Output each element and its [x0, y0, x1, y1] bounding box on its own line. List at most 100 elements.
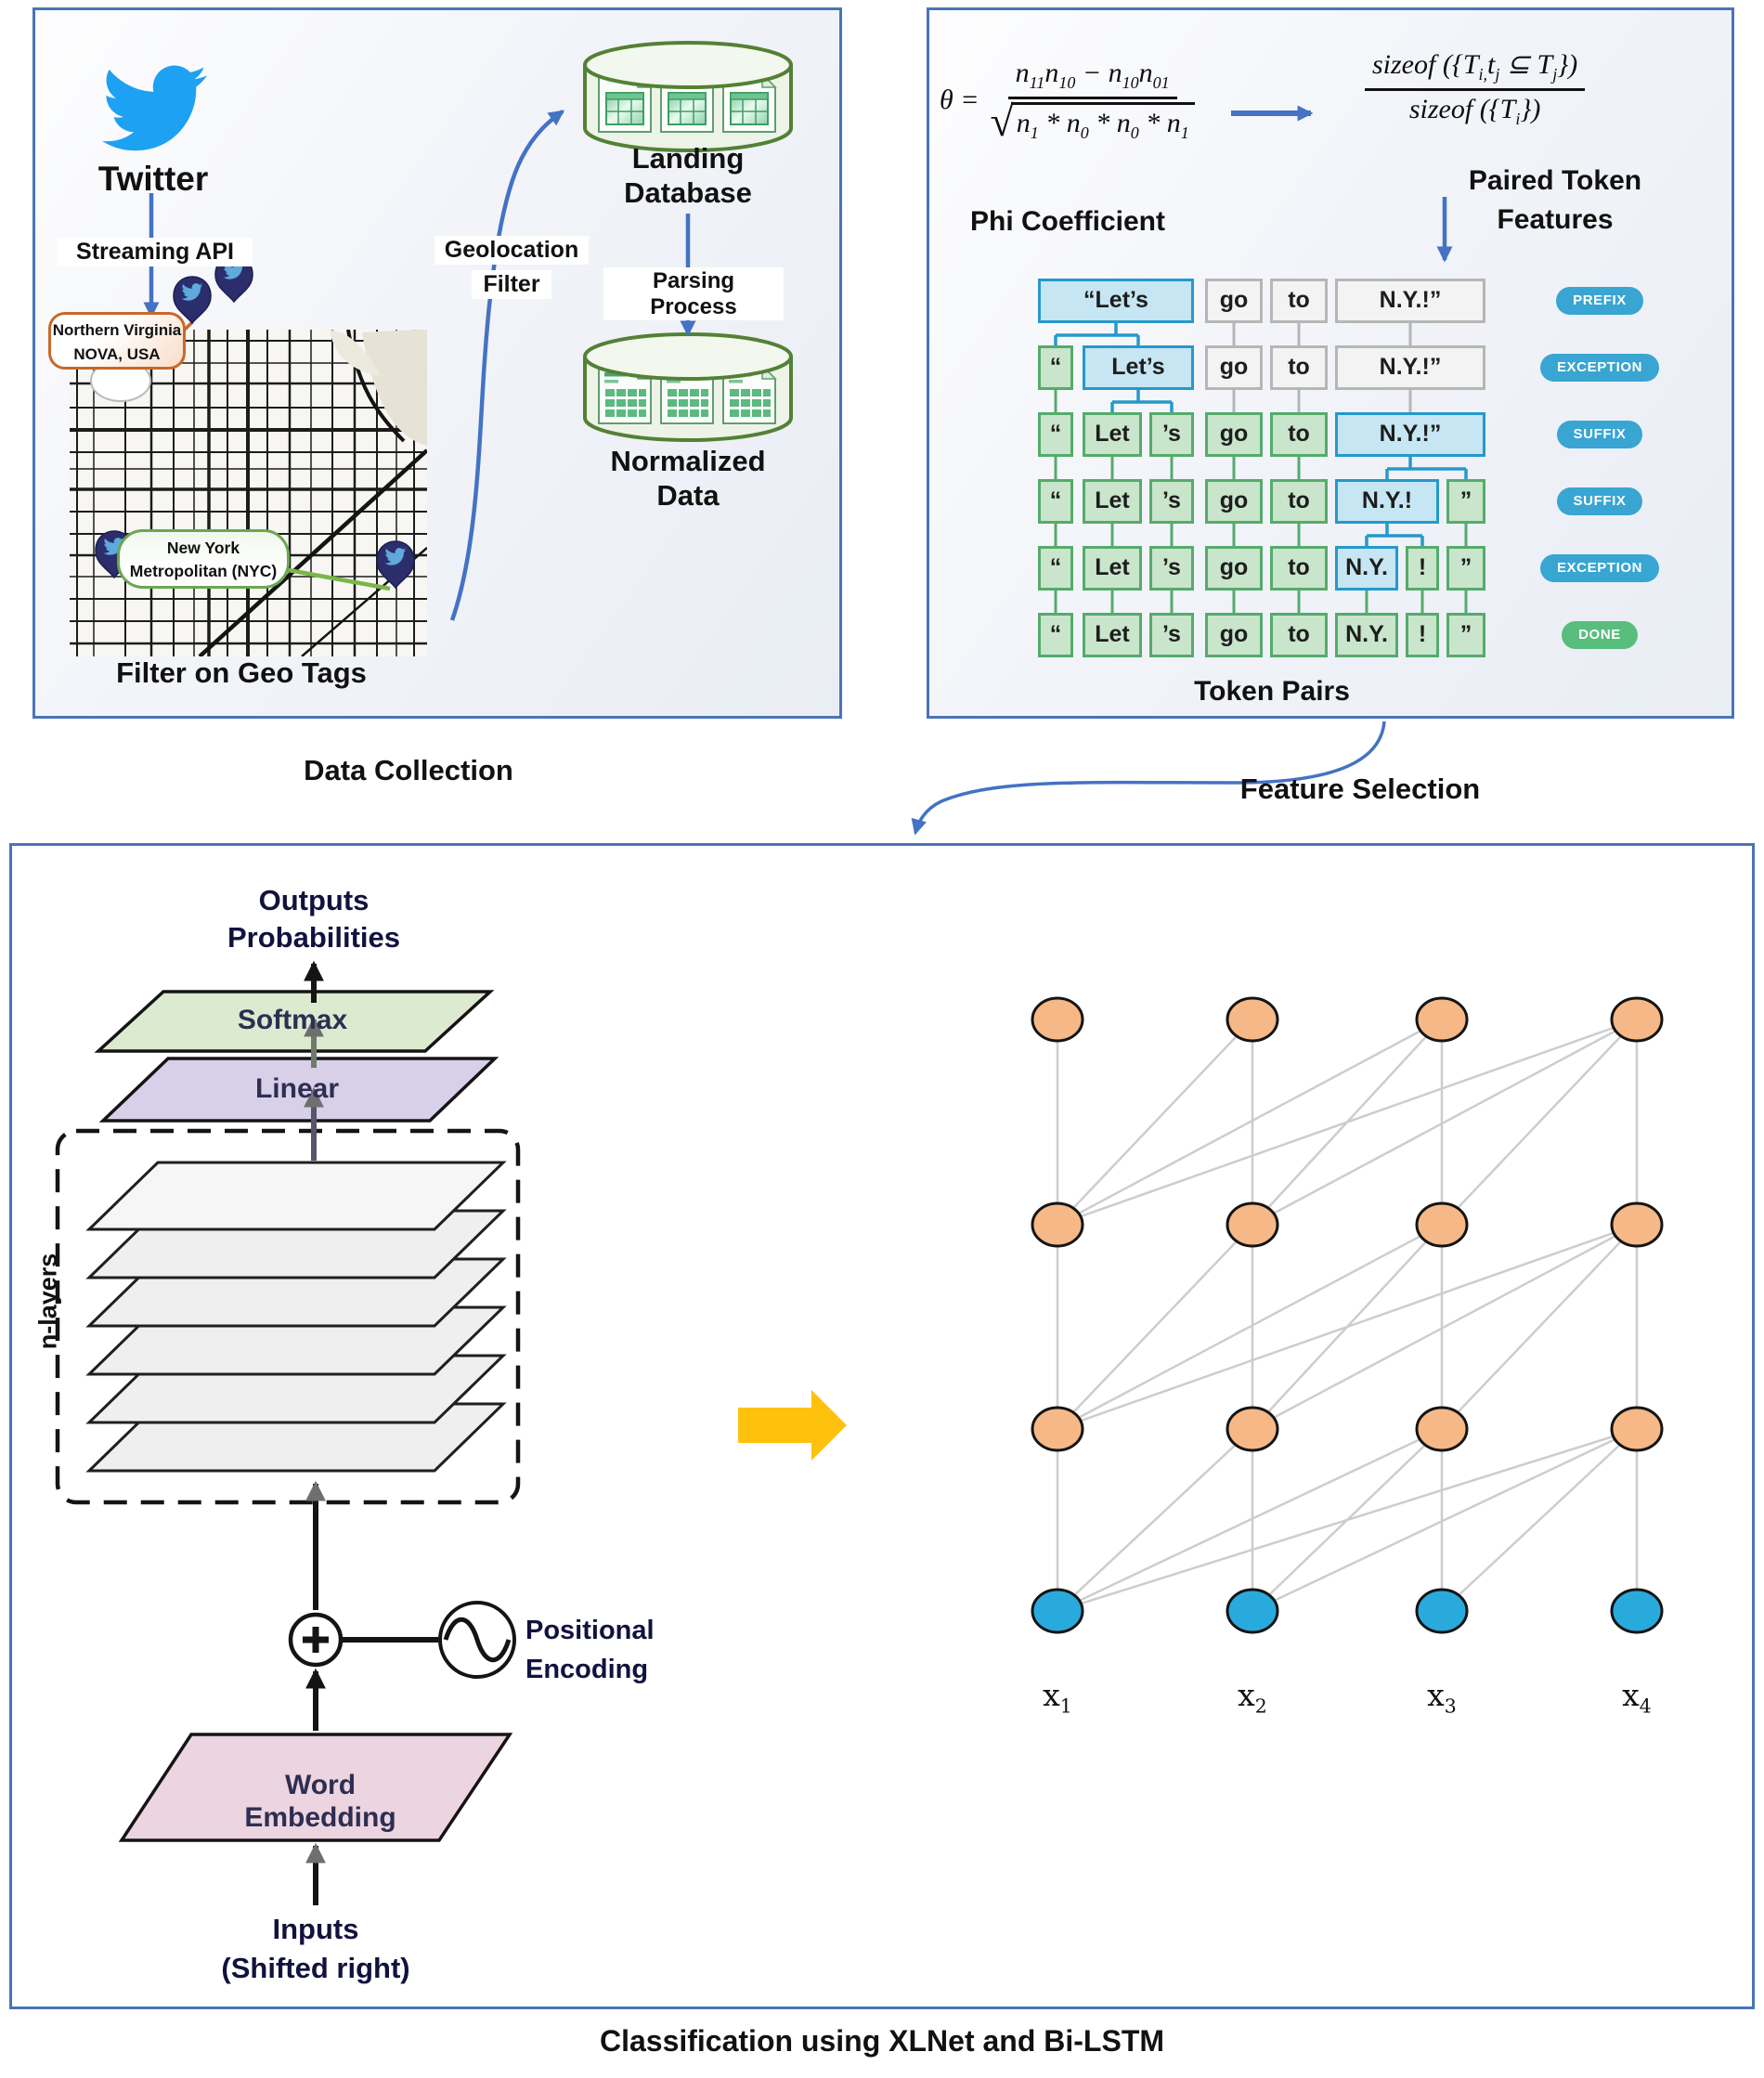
linear-label: Linear	[254, 1073, 340, 1104]
token-cell: N.Y.	[1335, 613, 1398, 657]
token-cell: “	[1038, 345, 1073, 390]
token-cell: ’s	[1149, 613, 1194, 657]
hidden-node	[1031, 1201, 1084, 1248]
x-label: x3	[1427, 1677, 1457, 1718]
input-node	[1610, 1588, 1664, 1634]
token-cell: Let’s	[1083, 345, 1194, 390]
outputs-label-2: Probabilities	[227, 921, 401, 954]
data-collection-caption: Data Collection	[304, 754, 513, 786]
token-cell: “	[1038, 613, 1073, 657]
status-pill-wrap: EXCEPTION	[1513, 554, 1686, 582]
input-node	[1031, 1588, 1084, 1634]
linear-layer	[98, 1057, 499, 1123]
token-cell: go	[1205, 412, 1263, 457]
token-cell: !	[1406, 613, 1439, 657]
token-cell: go	[1205, 479, 1263, 524]
phi-denominator: n1 * n0 * n0 * n1	[1010, 102, 1195, 143]
token-cell: “	[1038, 412, 1073, 457]
token-cell: N.Y.!”	[1335, 412, 1485, 457]
status-pill: PREFIX	[1556, 287, 1643, 315]
geolocation-filter-label-1: Geolocation	[435, 236, 589, 265]
hidden-node	[1415, 996, 1469, 1043]
streaming-api-label: Streaming API	[58, 238, 253, 266]
feature-selection-caption: Feature Selection	[1239, 773, 1481, 805]
token-cell: ”	[1446, 479, 1485, 524]
paired-token-label-2: Features	[1497, 204, 1614, 235]
token-cell: Let	[1083, 613, 1142, 657]
sine-wave-icon	[443, 1617, 512, 1662]
twitter-logo-icon	[102, 65, 207, 151]
token-connectors	[1054, 323, 1468, 613]
input-node	[1226, 1588, 1279, 1634]
paired-token-formula: sizeof ({Ti,tj ⊆ Tj}) sizeof ({Ti})	[1365, 48, 1586, 129]
token-cell: N.Y.	[1335, 546, 1398, 591]
token-cell: to	[1270, 613, 1328, 657]
hidden-node	[1031, 1406, 1084, 1452]
token-cell: Let	[1083, 479, 1142, 524]
status-pill-wrap: SUFFIX	[1513, 421, 1686, 448]
x-label: x4	[1622, 1677, 1652, 1718]
normalized-db-label: Normalized Data	[610, 445, 766, 513]
token-pairs-caption: Token Pairs	[1194, 676, 1350, 707]
map-caption: Filter on Geo Tags	[116, 656, 367, 689]
token-cell: to	[1270, 279, 1328, 323]
hidden-node	[1415, 1406, 1469, 1452]
hidden-node	[1226, 1406, 1279, 1452]
nyc-pointer-line	[278, 565, 391, 591]
status-pill: DONE	[1562, 621, 1638, 649]
inputs-label-1: Inputs	[272, 1913, 359, 1945]
hidden-node	[1031, 996, 1084, 1043]
bilstm-network	[1031, 996, 1664, 1634]
paired-token-label-1: Paired Token	[1468, 165, 1642, 196]
token-cell: “	[1038, 479, 1073, 524]
input-node	[1415, 1588, 1469, 1634]
word-embedding-layer	[118, 1733, 513, 1842]
token-cell: to	[1270, 546, 1328, 591]
token-cell: go	[1205, 613, 1263, 657]
token-cell: Let	[1083, 412, 1142, 457]
status-pill: EXCEPTION	[1539, 554, 1660, 582]
hidden-node	[1610, 1201, 1664, 1248]
x-label: x2	[1238, 1677, 1267, 1718]
status-pill-wrap: DONE	[1513, 621, 1686, 649]
status-pill-wrap: SUFFIX	[1513, 487, 1686, 515]
token-cell: go	[1205, 345, 1263, 390]
stack-layer	[85, 1161, 507, 1231]
geolocation-filter-label-2: Filter	[472, 270, 551, 299]
inputs-label-2: (Shifted right)	[221, 1952, 410, 1984]
softmax-label: Softmax	[237, 1005, 348, 1035]
token-cell: N.Y.!	[1335, 479, 1439, 524]
normalized-database-icon	[583, 332, 793, 442]
phi-coefficient-label: Phi Coefficient	[969, 206, 1165, 237]
status-pill-wrap: PREFIX	[1513, 287, 1686, 315]
word-embedding-label: Word Embedding	[244, 1770, 396, 1833]
status-pill: SUFFIX	[1556, 421, 1643, 448]
landing-db-label: Landing Database	[624, 142, 752, 210]
nova-callout: Northern Virginia NOVA, USA	[48, 312, 186, 370]
twitter-label: Twitter	[97, 160, 209, 198]
status-pill: EXCEPTION	[1539, 354, 1660, 382]
paired-numerator: sizeof ({Ti,tj ⊆ Tj})	[1365, 48, 1586, 91]
classification-caption: Classification using XLNet and Bi-LSTM	[599, 2024, 1165, 2058]
token-cell: ’s	[1149, 412, 1194, 457]
landing-database-icon	[583, 41, 793, 152]
n-layers-label: n-layers	[33, 1253, 62, 1350]
token-cell: ’s	[1149, 546, 1194, 591]
positional-encoding-label-2: Encoding	[525, 1655, 649, 1684]
token-cell: N.Y.!”	[1335, 345, 1485, 390]
geolocation-filter-arrow	[449, 110, 565, 621]
softmax-layer	[94, 990, 495, 1053]
hidden-node	[1415, 1201, 1469, 1248]
token-cell: ”	[1446, 613, 1485, 657]
token-cell: ’s	[1149, 479, 1194, 524]
token-cell: ”	[1446, 546, 1485, 591]
status-pill-wrap: EXCEPTION	[1513, 354, 1686, 382]
token-cell: “	[1038, 546, 1073, 591]
positional-encoding-label-1: Positional	[525, 1616, 655, 1645]
phi-numerator: n11n10 − n10n01	[1007, 58, 1177, 99]
hidden-node	[1226, 1201, 1279, 1248]
status-pill: SUFFIX	[1556, 487, 1643, 515]
token-cell: “Let’s	[1038, 279, 1194, 323]
